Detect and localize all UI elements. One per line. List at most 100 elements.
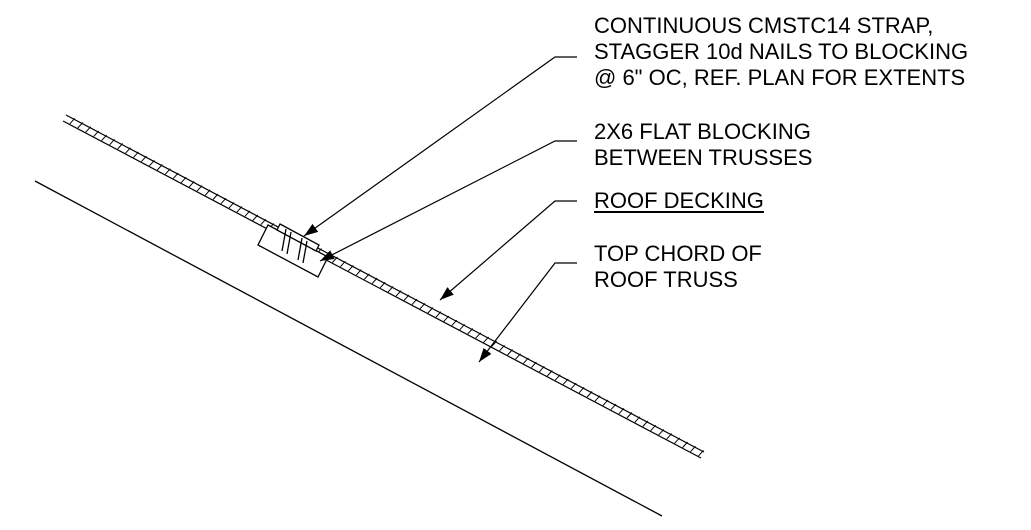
callout-decking: ROOF DECKING [594, 188, 764, 214]
decking-hatch-tick [403, 294, 410, 301]
decking-hatch-tick [180, 176, 187, 184]
decking-hatch-tick [125, 147, 131, 154]
decking-hatch-tick [156, 164, 163, 171]
decking-hatch-tick [101, 134, 107, 141]
decking-hatch-tick [228, 202, 235, 209]
roof-decking [62, 114, 705, 459]
decking-hatch-tick [252, 214, 259, 221]
decking-hatch-tick [451, 319, 458, 326]
leader-blocking [319, 140, 577, 262]
decking-hatch-tick [475, 332, 482, 339]
callout-strap-line3: @ 6" OC, REF. PLAN FOR EXTENTS [594, 65, 966, 90]
decking-hatch-tick [634, 416, 641, 423]
decking-hatch-tick [642, 420, 649, 427]
decking-hatch-tick [531, 361, 537, 368]
decking-hatch-tick [499, 344, 505, 352]
decking-hatch-tick [586, 391, 593, 398]
decking-hatch-tick [483, 336, 489, 343]
decking-hatch-tick [340, 260, 346, 268]
decking-hatch-tick [554, 374, 561, 381]
decking-hatch-tick [93, 130, 100, 137]
nail [302, 240, 308, 264]
callout-chord: TOP CHORD OF ROOF TRUSS [594, 241, 762, 293]
decking-hatch-tick [387, 286, 394, 293]
decking-hatch-tick [626, 412, 633, 419]
decking-hatch-tick [220, 197, 227, 205]
decking-hatch-tick [260, 218, 267, 226]
decking-hatch-tick [666, 433, 673, 440]
callout-blocking-line2: BETWEEN TRUSSES [594, 145, 813, 170]
decking-hatch-tick [427, 307, 434, 314]
decking-hatch-tick [698, 450, 704, 457]
decking-hatch-tick [117, 143, 123, 150]
decking-hatch-tick [172, 172, 179, 179]
decking-hatch-tick [610, 403, 617, 410]
decking-hatch-tick [491, 340, 497, 347]
decking-hatch-tick [141, 155, 147, 162]
decking-hatch-tick [459, 323, 466, 331]
nail [281, 228, 287, 252]
decking-hatch-tick [523, 357, 529, 364]
decking-hatch-tick [690, 445, 696, 453]
decking-hatch-tick [371, 277, 378, 284]
decking-hatch-tick [164, 168, 171, 175]
decking-hatch-tick [546, 370, 553, 377]
decking-hatch-tick [419, 302, 426, 310]
decking-hatch-tick [332, 256, 338, 263]
decking-hatch-tick [538, 365, 545, 373]
decking-hatch-tick [77, 122, 84, 129]
decking-hatch-tick [244, 210, 251, 217]
decking-hatch-tick [411, 298, 418, 305]
decking-hatch-tick [658, 429, 665, 436]
decking-hatch-tick [578, 386, 585, 394]
nails [281, 228, 308, 264]
callout-decking-line1: ROOF DECKING [594, 188, 764, 213]
decking-bottom-edge [62, 120, 702, 459]
nail [297, 237, 303, 261]
decking-hatch-tick [507, 349, 513, 356]
decking-hatch-tick [196, 185, 203, 192]
decking-hatch-tick [85, 126, 92, 133]
decking-hatch-tick [515, 353, 521, 360]
leader-chord [478, 262, 577, 363]
truss-top-chord-line [34, 180, 663, 517]
cmstc14-strap [276, 223, 320, 252]
decking-hatch-tick [602, 399, 609, 406]
decking-hatch-tick [674, 437, 680, 444]
decking-hatch-tick [355, 269, 362, 276]
decking-hatch-tick [467, 328, 474, 335]
callout-strap: CONTINUOUS CMSTC14 STRAP, STAGGER 10d NA… [594, 13, 968, 91]
decking-hatch-tick [650, 424, 657, 432]
callout-strap-line2: STAGGER 10d NAILS TO BLOCKING [594, 39, 969, 64]
callout-chord-line1: TOP CHORD OF [594, 241, 762, 266]
decking-hatch-tick [618, 407, 625, 415]
decking-hatch-tick [236, 206, 243, 213]
callout-blocking: 2X6 FLAT BLOCKING BETWEEN TRUSSES [594, 119, 812, 171]
decking-hatch-tick [69, 117, 76, 125]
decking-hatch-tick [363, 273, 370, 280]
nail [286, 231, 292, 255]
decking-hatch-tick [435, 311, 442, 318]
decking-hatch-tick [682, 441, 688, 448]
decking-hatch-tick [212, 193, 219, 200]
decking-hatch [69, 117, 704, 457]
callout-blocking-line1: 2X6 FLAT BLOCKING [594, 119, 811, 144]
decking-hatch-tick [109, 138, 115, 146]
leader-decking [439, 200, 577, 301]
decking-hatch-tick [570, 382, 577, 389]
decking-hatch-tick [188, 181, 195, 188]
decking-hatch-tick [594, 395, 601, 402]
decking-top-edge [65, 114, 705, 453]
decking-hatch-tick [204, 189, 211, 196]
decking-hatch-tick [443, 315, 450, 322]
callout-strap-line1: CONTINUOUS CMSTC14 STRAP, [594, 13, 934, 38]
decking-hatch-tick [379, 281, 386, 289]
callout-chord-line2: ROOF TRUSS [594, 267, 738, 292]
decking-hatch-tick [133, 151, 139, 158]
decking-hatch-tick [395, 290, 402, 297]
decking-hatch-tick [149, 159, 155, 167]
decking-hatch-tick [347, 265, 354, 272]
leader-strap [303, 56, 577, 237]
decking-hatch-tick [562, 378, 569, 385]
